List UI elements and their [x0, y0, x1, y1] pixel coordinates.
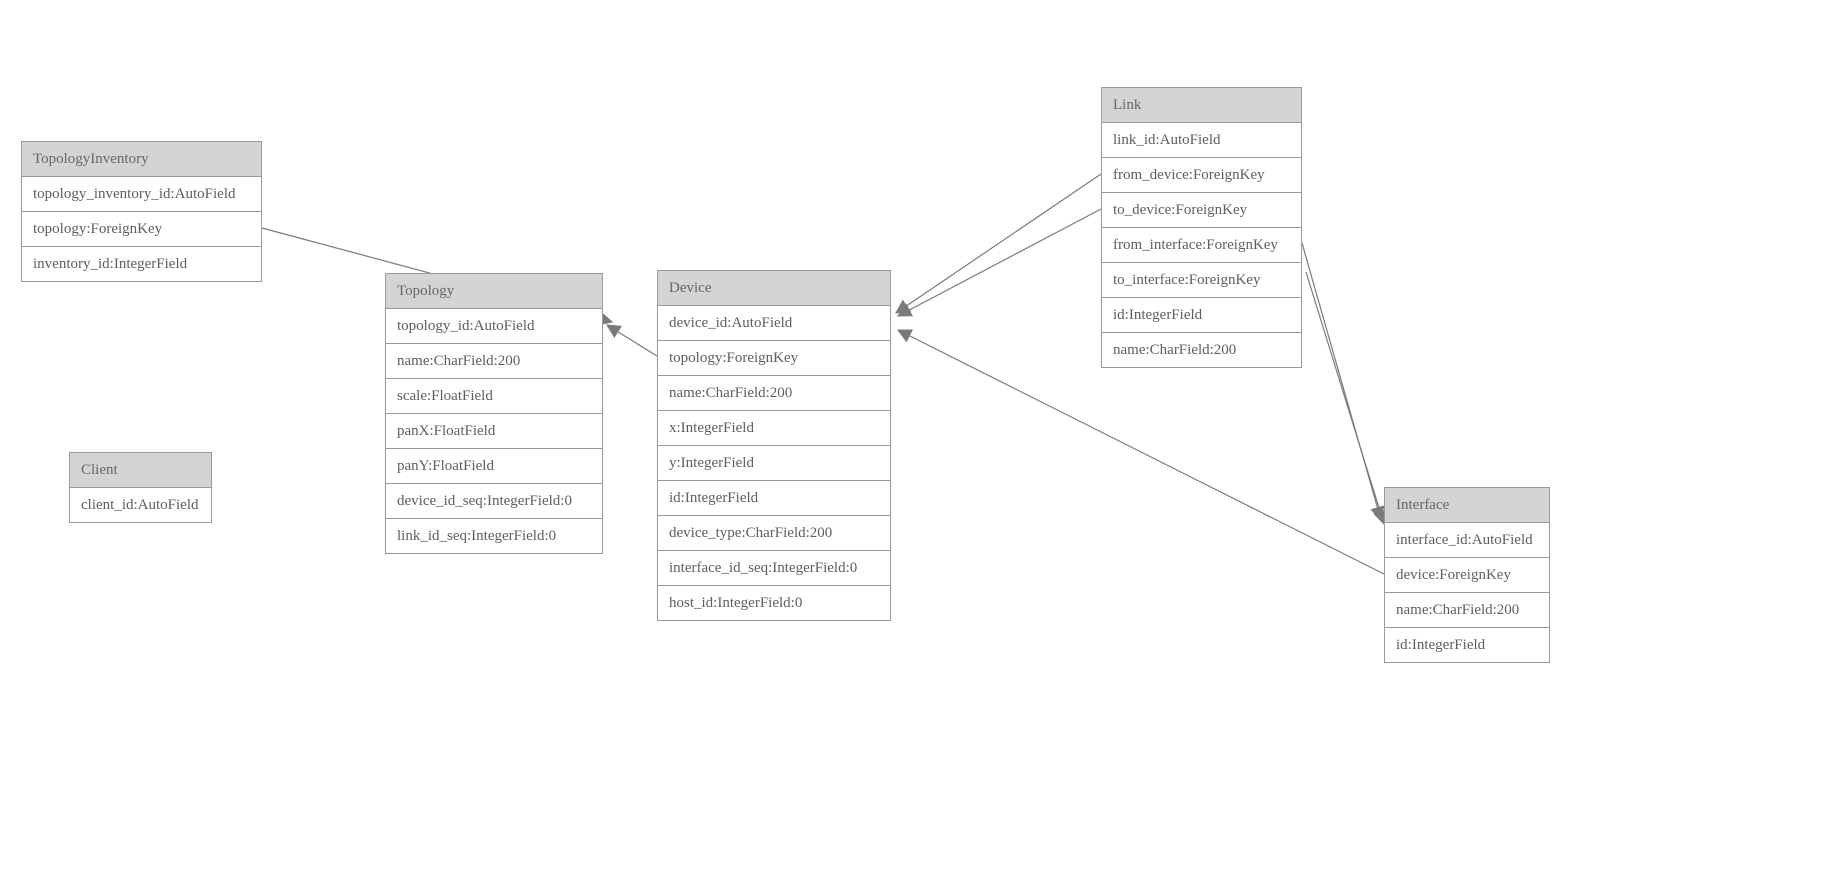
field-row[interactable]: x:IntegerField [658, 411, 890, 446]
field-row[interactable]: device_type:CharField:200 [658, 516, 890, 551]
field-row[interactable]: topology:ForeignKey [22, 212, 261, 247]
field-row[interactable]: to_device:ForeignKey [1102, 193, 1301, 228]
edge-link-to-device [896, 208, 1102, 317]
edge-link-from-device [895, 173, 1102, 314]
edge-device-topology [605, 324, 658, 357]
entity-title-link: Link [1102, 88, 1301, 123]
field-row[interactable]: id:IntegerField [1385, 628, 1549, 662]
field-row[interactable]: host_id:IntegerField:0 [658, 586, 890, 620]
field-row[interactable]: name:CharField:200 [658, 376, 890, 411]
field-row[interactable]: name:CharField:200 [1385, 593, 1549, 628]
entity-title-interface: Interface [1385, 488, 1549, 523]
field-row[interactable]: to_interface:ForeignKey [1102, 263, 1301, 298]
field-row[interactable]: client_id:AutoField [70, 488, 211, 522]
field-row[interactable]: link_id_seq:IntegerField:0 [386, 519, 602, 553]
field-row[interactable]: id:IntegerField [1102, 298, 1301, 333]
field-row[interactable]: y:IntegerField [658, 446, 890, 481]
edge-link-from-interface [1301, 242, 1385, 522]
entity-fields-client: client_id:AutoField [70, 488, 211, 522]
field-row[interactable]: topology_inventory_id:AutoField [22, 177, 261, 212]
field-row[interactable]: id:IntegerField [658, 481, 890, 516]
field-row[interactable]: interface_id_seq:IntegerField:0 [658, 551, 890, 586]
field-row[interactable]: name:CharField:200 [386, 344, 602, 379]
field-row[interactable]: panY:FloatField [386, 449, 602, 484]
field-row[interactable]: inventory_id:IntegerField [22, 247, 261, 281]
field-row[interactable]: device_id:AutoField [658, 306, 890, 341]
field-row[interactable]: topology_id:AutoField [386, 309, 602, 344]
entity-title-client: Client [70, 453, 211, 488]
field-row[interactable]: topology:ForeignKey [658, 341, 890, 376]
edge-link-to-interface [1305, 271, 1387, 526]
field-row[interactable]: interface_id:AutoField [1385, 523, 1549, 558]
field-row[interactable]: scale:FloatField [386, 379, 602, 414]
field-row[interactable]: link_id:AutoField [1102, 123, 1301, 158]
field-row[interactable]: from_device:ForeignKey [1102, 158, 1301, 193]
entity-title-topology_inventory: TopologyInventory [22, 142, 261, 177]
field-row[interactable]: device:ForeignKey [1385, 558, 1549, 593]
field-row[interactable]: name:CharField:200 [1102, 333, 1301, 367]
entity-title-device: Device [658, 271, 890, 306]
entity-title-topology: Topology [386, 274, 602, 309]
field-row[interactable]: device_id_seq:IntegerField:0 [386, 484, 602, 519]
field-row[interactable]: from_interface:ForeignKey [1102, 228, 1301, 263]
field-row[interactable]: panX:FloatField [386, 414, 602, 449]
